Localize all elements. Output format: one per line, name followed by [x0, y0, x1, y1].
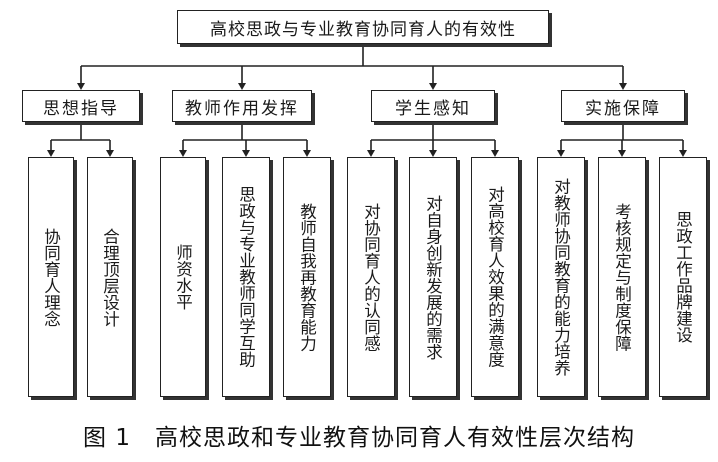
category-node-teacher-role: 教师作用发挥: [172, 90, 312, 122]
root-node-label: 高校思政与专业教育协同育人的有效性: [210, 19, 516, 40]
leaf-label: 对自身创新发展的需求: [423, 194, 443, 360]
arrow-head: [179, 150, 187, 157]
category-label: 思想指导: [43, 98, 119, 119]
leaf-node: 考核规定与制度保障: [598, 157, 646, 397]
arrow-head: [238, 83, 246, 90]
category-node-student-perception: 学生感知: [371, 90, 495, 122]
category-label: 实施保障: [585, 98, 661, 119]
leaf-node: 对自身创新发展的需求: [409, 157, 457, 397]
arrow-head: [491, 150, 499, 157]
figure-caption: 图 1 高校思政和专业教育协同育人有效性层次结构: [83, 425, 635, 451]
arrow-head: [367, 150, 375, 157]
leaf-label: 教师自我再教育能力: [297, 202, 317, 352]
arrow-head: [679, 150, 687, 157]
arrow-head: [557, 150, 565, 157]
arrow-head: [619, 83, 627, 90]
leaf-node: 教师自我再教育能力: [283, 157, 331, 397]
leaf-node: 思政工作品牌建设: [659, 157, 707, 397]
leaf-label: 协同育人理念: [41, 227, 61, 327]
leaf-node: 对教师协同教育的能力培养: [537, 157, 585, 397]
root-node: 高校思政与专业教育协同育人的有效性: [177, 10, 549, 44]
leaf-node: 思政与专业教师同学互助: [222, 157, 270, 397]
leaf-label: 考核规定与制度保障: [612, 202, 632, 352]
arrow-head: [242, 150, 250, 157]
arrow-head: [303, 150, 311, 157]
leaf-label: 合理顶层设计: [100, 227, 120, 327]
leaf-node: 对协同育人的认同感: [347, 157, 395, 397]
leaf-label: 师资水平: [173, 244, 193, 310]
leaf-label: 对高校育人效果的满意度: [485, 186, 505, 368]
leaf-node: 对高校育人效果的满意度: [471, 157, 519, 397]
leaf-node: 协同育人理念: [28, 157, 74, 397]
category-label: 学生感知: [395, 98, 471, 119]
arrow-head: [618, 150, 626, 157]
leaf-node: 合理顶层设计: [87, 157, 133, 397]
category-label: 教师作用发挥: [185, 98, 299, 119]
arrow-head: [429, 83, 437, 90]
arrow-head: [429, 150, 437, 157]
category-node-thought-guidance: 思想指导: [22, 90, 140, 122]
leaf-label: 对协同育人的认同感: [361, 202, 381, 352]
category-node-implementation: 实施保障: [561, 90, 685, 122]
arrow-head: [47, 150, 55, 157]
leaf-node: 师资水平: [160, 157, 206, 397]
arrow-head: [106, 150, 114, 157]
leaf-label: 对教师协同教育的能力培养: [551, 178, 571, 376]
arrow-head: [77, 83, 85, 90]
leaf-label: 思政与专业教师同学互助: [236, 186, 256, 368]
leaf-label: 思政工作品牌建设: [673, 211, 693, 343]
